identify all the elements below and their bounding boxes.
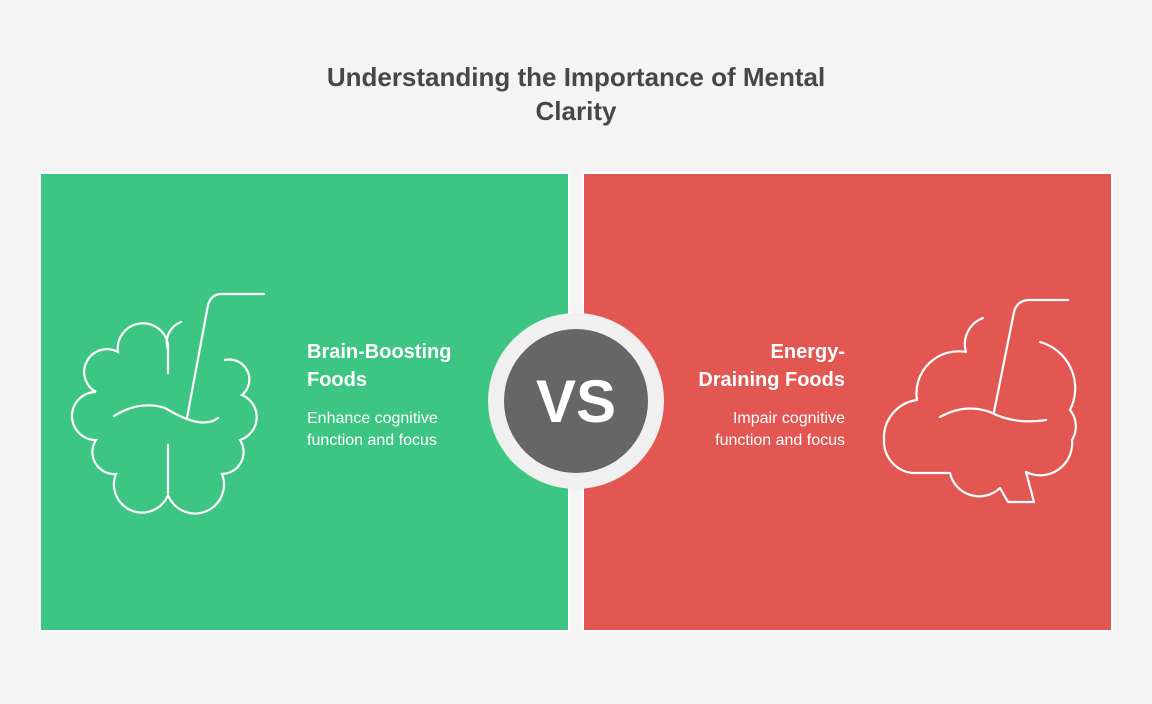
energy-draining-description: Impair cognitive function and focus [715, 408, 845, 452]
title-line: Energy- [770, 341, 845, 363]
energy-draining-title: Energy- Draining Foods [698, 338, 845, 394]
energy-draining-panel [582, 172, 1113, 632]
title-line: Brain-Boosting [307, 341, 452, 363]
vs-label: VS [504, 329, 648, 473]
desc-line: Enhance cognitive [307, 410, 438, 427]
title-line: Draining Foods [698, 369, 845, 391]
vs-badge: VS [488, 313, 664, 489]
desc-line: function and focus [307, 432, 437, 449]
brain-boosting-panel [39, 172, 570, 632]
page-title: Understanding the Importance of Mental C… [276, 60, 876, 128]
desc-line: function and focus [715, 432, 845, 449]
title-line: Clarity [535, 96, 617, 126]
desc-line: Impair cognitive [732, 410, 845, 427]
title-line: Foods [307, 369, 367, 391]
brain-boosting-description: Enhance cognitive function and focus [307, 408, 438, 452]
brain-boosting-title: Brain-Boosting Foods [307, 338, 451, 394]
title-line: Understanding the Importance of Mental [326, 62, 826, 92]
